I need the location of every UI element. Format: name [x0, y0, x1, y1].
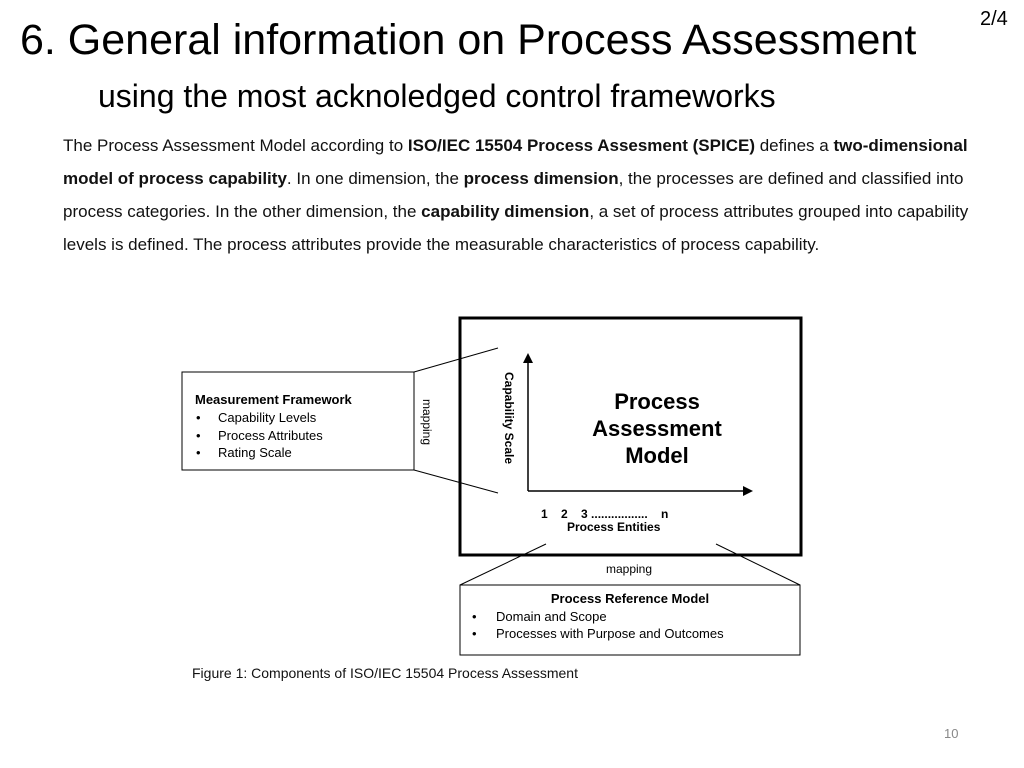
slide-subtitle: using the most acknoledged control frame… — [98, 78, 776, 114]
mf-item-rating-scale: Rating Scale — [218, 445, 292, 460]
pam-box — [458, 316, 803, 557]
body-text-3: . In one dimension, the — [286, 169, 464, 188]
mf-item-process-attributes: Process Attributes — [218, 428, 323, 443]
body-bold-process-dimension: process dimension — [463, 169, 619, 188]
slide-title: 6. General information on Process Assess… — [20, 16, 917, 64]
pam-title-line-2: Assessment — [592, 416, 722, 441]
mf-item-capability-levels: Capability Levels — [218, 410, 317, 425]
prm-item-domain-scope: Domain and Scope — [496, 609, 607, 624]
process-reference-model-heading: Process Reference Model — [551, 591, 709, 606]
process-reference-model-box — [459, 584, 801, 656]
page-indicator: 2/4 — [980, 8, 1008, 30]
mapping-label-side: mapping — [420, 399, 434, 445]
pam-title-line-3: Model — [625, 443, 689, 468]
body-bold-two-dimensional: two-dimensional model of process capabil… — [63, 136, 968, 188]
x-axis-ticks: 1 2 3 ................. n — [541, 507, 668, 521]
bottom-mapping-line-left — [459, 543, 547, 586]
body-text-5: , a set of process attributes grouped in… — [63, 202, 969, 254]
pam-title-line-1: Process — [614, 389, 700, 414]
body-paragraph: The Process Assessment Model according t… — [63, 129, 983, 261]
slide-number: 10 — [944, 726, 959, 741]
body-text-1: The Process Assessment Model according t… — [63, 136, 408, 155]
bottom-mapping-line-right — [715, 543, 801, 586]
figure-caption: Figure 1: Components of ISO/IEC 15504 Pr… — [192, 665, 578, 681]
mapping-line-top — [413, 347, 499, 373]
process-entities-label: Process Entities — [567, 520, 661, 534]
capability-scale-label: Capability Scale — [502, 372, 516, 464]
prm-bullet-1: • — [472, 609, 477, 624]
body-bold-spice: ISO/IEC 15504 Process Assesment (SPICE) — [407, 136, 755, 155]
measurement-framework-box — [181, 371, 415, 471]
prm-item-processes-purpose: Processes with Purpose and Outcomes — [496, 626, 724, 641]
mapping-line-bottom — [413, 469, 499, 494]
mf-bullet-1: • — [196, 410, 201, 425]
mf-bullet-3: • — [196, 445, 201, 460]
body-text-4: , the processes are defined and classifi… — [63, 169, 964, 221]
body-bold-capability-dimension: capability dimension — [421, 202, 590, 221]
measurement-framework-heading: Measurement Framework — [195, 392, 353, 407]
body-text-2: defines a — [754, 136, 834, 155]
mf-bullet-2: • — [196, 428, 201, 443]
prm-bullet-2: • — [472, 626, 477, 641]
mapping-label-bottom: mapping — [606, 562, 652, 576]
